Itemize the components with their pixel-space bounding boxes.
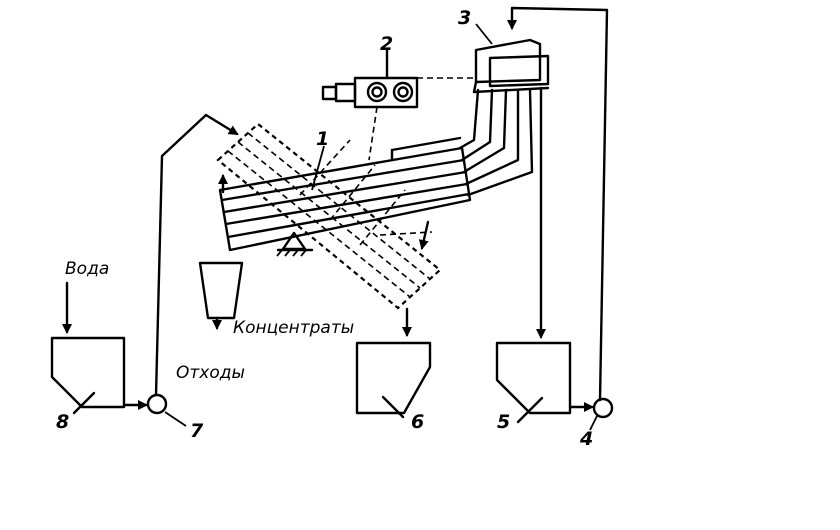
label-8: 8 [56, 411, 69, 433]
label-concentrates: Концентраты [233, 318, 354, 338]
tailings-hopper [198, 261, 244, 330]
label-7: 7 [190, 420, 204, 442]
label-3: 3 [458, 7, 471, 29]
pump-7 [122, 393, 187, 427]
feeder-3 [458, 23, 550, 197]
label-4: 4 [579, 428, 593, 450]
table-tilted-position [216, 122, 442, 310]
label-2: 2 [380, 33, 393, 55]
drive-mechanism-2 [321, 47, 474, 161]
concentrating-table-1 [218, 136, 472, 257]
label-5: 5 [497, 411, 510, 433]
label-tailings: Отходы [176, 363, 245, 383]
label-1: 1 [316, 128, 329, 150]
label-6: 6 [411, 411, 424, 433]
tank-8 [50, 336, 126, 415]
return-pipe [507, 6, 609, 402]
feed-pipe [154, 113, 239, 397]
label-water: Вода [65, 259, 109, 279]
pump-4 [568, 397, 614, 431]
tank-6 [355, 341, 432, 419]
tank-5 [495, 341, 572, 424]
